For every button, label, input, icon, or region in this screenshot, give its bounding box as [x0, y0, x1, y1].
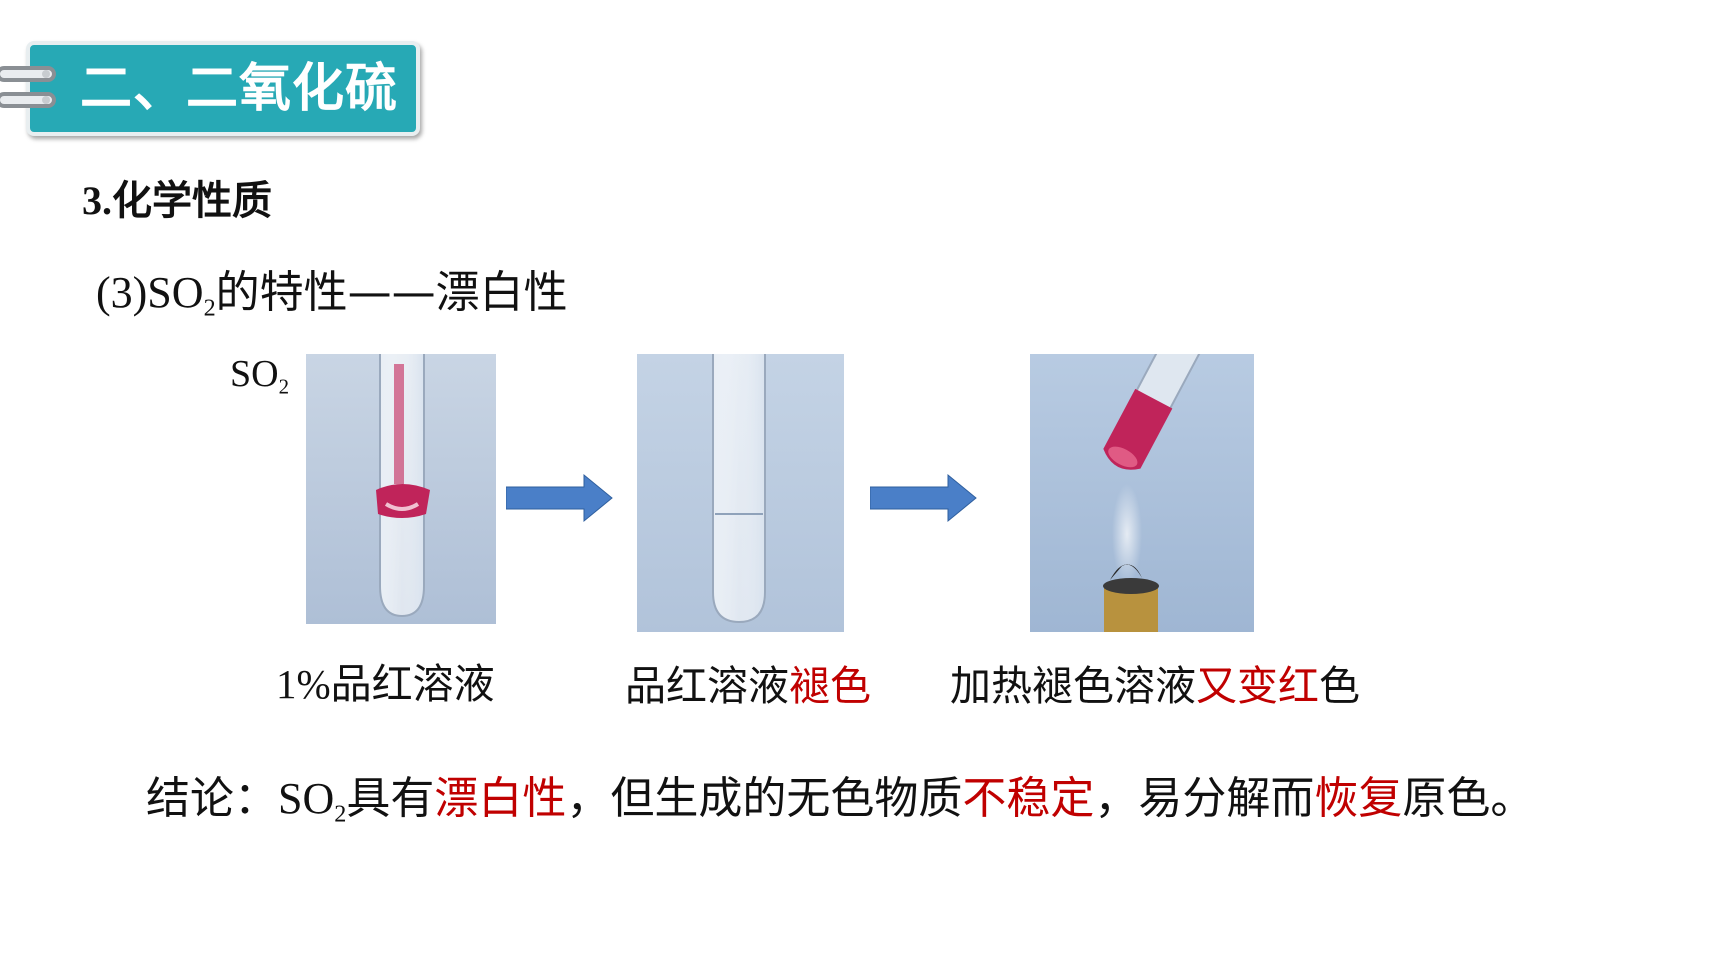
- caption-3-part-2: 又变红: [1196, 662, 1319, 710]
- conclusion-subscript: 2: [334, 800, 347, 828]
- caption-2-part-1: 品红溶液: [625, 662, 789, 710]
- conclusion-t3: ，易分解而: [1094, 773, 1315, 824]
- subheading-suffix: 的特性——漂白性: [215, 267, 568, 318]
- test-tube-red-solution-image: [306, 354, 496, 624]
- conclusion-t2: ，但生成的无色物质: [566, 773, 963, 824]
- caption-2: 品红溶液褪色: [625, 652, 871, 712]
- so2-label-text: SO: [230, 353, 279, 395]
- conclusion-t4: 原色。: [1402, 773, 1535, 824]
- heated-test-tube-image: [1030, 354, 1254, 632]
- subheading-prefix: (3)SO: [96, 268, 204, 317]
- caption-3: 加热褪色溶液又变红色: [950, 652, 1360, 712]
- heading-number: 3.: [82, 178, 112, 223]
- conclusion-so: SO: [278, 774, 335, 823]
- caption-3-part-1: 加热褪色溶液: [950, 662, 1196, 710]
- test-tube-colorless-image: [637, 354, 844, 632]
- section-banner: 二、二氧化硫: [26, 41, 420, 136]
- section-title: 二、二氧化硫: [80, 59, 399, 119]
- caption-1: 1%品红溶液: [276, 650, 495, 710]
- heading-text: 化学性质: [112, 178, 272, 224]
- conclusion: 结论：SO2具有漂白性，但生成的无色物质不稳定，易分解而恢复原色。: [146, 762, 1534, 828]
- conclusion-r1: 漂白性: [434, 773, 567, 824]
- caption-3-part-3: 色: [1319, 662, 1360, 710]
- so2-label-subscript: 2: [278, 374, 290, 399]
- caption-2-part-2: 褪色: [789, 662, 871, 710]
- conclusion-r2: 不稳定: [962, 773, 1095, 824]
- so2-label: SO2: [230, 352, 289, 399]
- conclusion-r3: 恢复: [1314, 773, 1403, 824]
- right-arrow-icon: [870, 473, 977, 523]
- conclusion-t1: 具有: [346, 773, 435, 824]
- conclusion-label: 结论：: [146, 773, 278, 824]
- subheading-subscript: 2: [203, 294, 216, 322]
- binder-rings-icon: [0, 66, 56, 108]
- right-arrow-icon: [506, 473, 613, 523]
- caption-1-part-1: 1%: [276, 661, 331, 707]
- section-heading: 3.化学性质: [82, 168, 272, 226]
- subheading: (3)SO2的特性——漂白性: [96, 256, 568, 322]
- caption-1-part-2: 品红溶液: [330, 660, 495, 708]
